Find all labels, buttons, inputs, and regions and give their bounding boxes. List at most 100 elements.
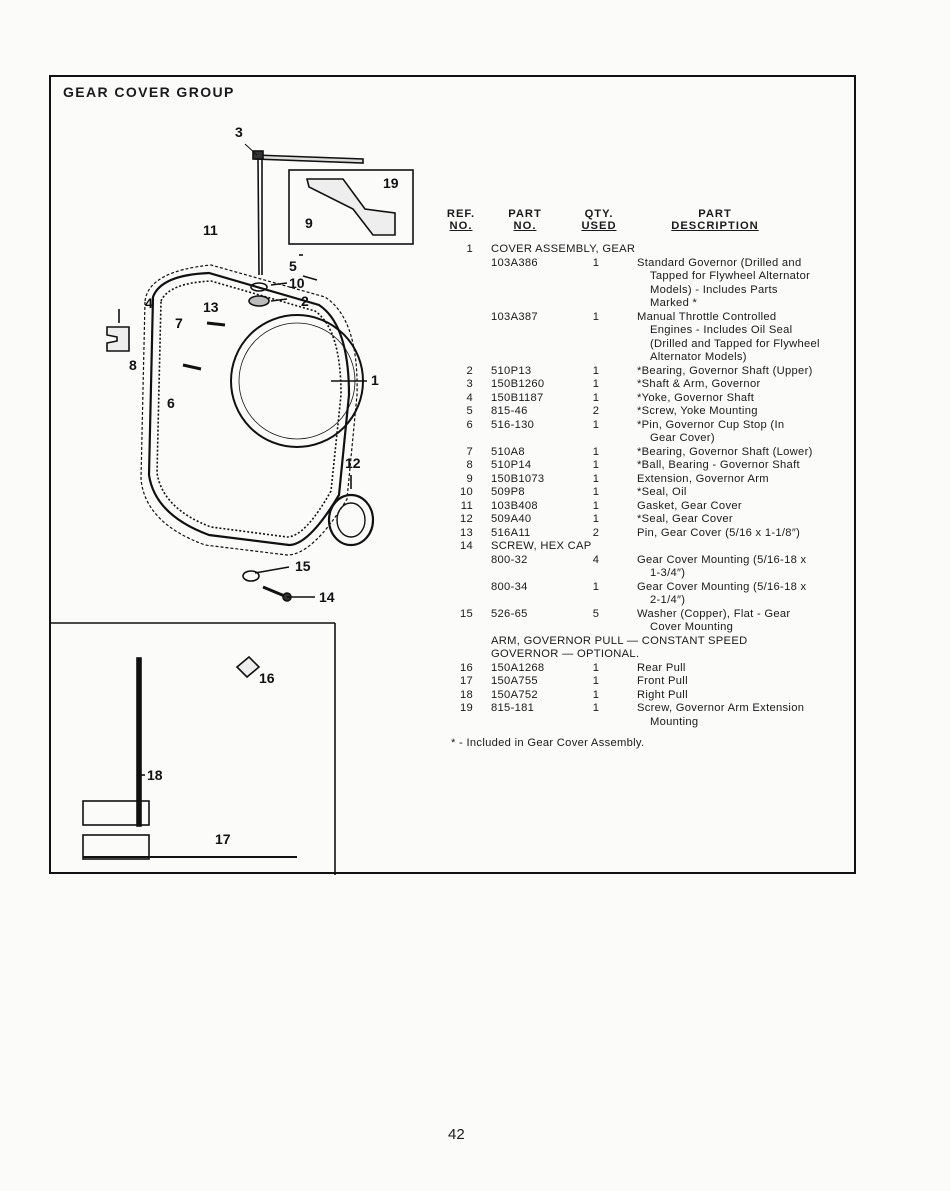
callout-1: 1 [371, 372, 379, 388]
qty-used: 5 [592, 607, 600, 620]
part-description: Gear Cover Mounting (5/16-18 x [637, 553, 807, 566]
part-no: 516-130 [491, 418, 535, 431]
part-description: *Yoke, Governor Shaft [637, 391, 755, 404]
callout-17: 17 [215, 831, 231, 847]
callout-8: 8 [129, 357, 137, 373]
ref-no: 2 [466, 364, 473, 377]
part-no: 509P8 [491, 486, 525, 498]
part-no: 103A386 [491, 256, 538, 269]
table-row: (Drilled and Tapped for Flywheel [443, 338, 855, 352]
ref-no: 19 [459, 702, 473, 714]
qty-used: 1 [592, 661, 600, 674]
callout-14: 14 [319, 589, 335, 605]
table-row: GOVERNOR — OPTIONAL. [443, 648, 855, 662]
header-part-description: PART DESCRIPTION [671, 208, 759, 232]
qty-used: 1 [592, 459, 600, 471]
ref-no: 1 [466, 243, 473, 255]
part-description-continued: Engines - Includes Oil Seal [650, 324, 793, 336]
ref-no: 16 [459, 661, 473, 674]
part-no: 150B1073 [491, 472, 545, 485]
header-part-no: PART NO. [508, 208, 542, 232]
qty-used: 1 [592, 702, 600, 714]
callout-2: 2 [301, 293, 309, 309]
part-description: Pin, Gear Cover (5/16 x 1-1/8″) [637, 526, 801, 539]
part-description: *Seal, Gear Cover [637, 513, 733, 525]
part-description-continued: Cover Mounting [650, 621, 734, 633]
qty-used: 1 [592, 445, 600, 458]
table-row: ARM, GOVERNOR PULL — CONSTANT SPEED [443, 635, 855, 649]
part-no: 800-34 [491, 580, 528, 593]
part-no: 150B1260 [491, 378, 545, 390]
table-row: 2-1/4″) [443, 594, 855, 608]
callout-16: 16 [259, 670, 275, 686]
part-description: *Ball, Bearing - Governor Shaft [637, 459, 800, 471]
callout-5: 5 [289, 258, 297, 274]
ref-no: 14 [459, 540, 473, 552]
part-description: *Seal, Oil [637, 486, 687, 498]
callout-6: 6 [167, 395, 175, 411]
qty-used: 4 [592, 553, 600, 566]
part-description-continued: Mounting [650, 715, 699, 728]
table-row: 16 150A1268 1 Rear Pull [443, 662, 855, 676]
callout-10: 10 [289, 275, 305, 291]
table-row: Models) - Includes Parts [443, 284, 855, 298]
part-description: Standard Governor (Drilled and [637, 256, 802, 269]
callout-9: 9 [305, 215, 313, 231]
table-row: 1-3/4″) [443, 567, 855, 581]
ref-no: 15 [459, 607, 473, 620]
part-description-continued: 2-1/4″) [650, 594, 686, 606]
group-heading: COVER ASSEMBLY, GEAR [491, 243, 636, 255]
page-number: 42 [448, 1126, 465, 1143]
qty-used: 1 [592, 256, 600, 269]
qty-used: 1 [592, 499, 600, 512]
part-no: 150A1268 [491, 661, 545, 674]
part-no: 516A11 [491, 526, 531, 539]
ref-no: 11 [460, 499, 473, 512]
part-no: 103A387 [491, 310, 538, 323]
part-no: 509A40 [491, 513, 532, 525]
table-row: 8 510P14 1 *Ball, Bearing - Governor Shaft [443, 459, 855, 473]
ref-no: 4 [466, 391, 473, 404]
part-description: Front Pull [637, 675, 688, 687]
table-row: Cover Mounting [443, 621, 855, 635]
qty-used: 1 [592, 472, 600, 485]
part-description: Screw, Governor Arm Extension [637, 702, 805, 714]
table-row: Mounting [443, 716, 855, 730]
part-description: *Pin, Governor Cup Stop (In [637, 418, 785, 431]
table-row: Alternator Models) [443, 351, 855, 365]
ref-no: 6 [466, 418, 473, 431]
part-description: Rear Pull [637, 661, 686, 674]
part-no: 800-32 [491, 553, 528, 566]
table-row: Engines - Includes Oil Seal [443, 324, 855, 338]
ref-no: 17 [459, 675, 473, 687]
group-heading: GOVERNOR — OPTIONAL. [491, 648, 640, 660]
header-qty-used: QTY. USED [581, 208, 617, 232]
ref-no: 18 [459, 688, 473, 701]
table-row: Tapped for Flywheel Alternator [443, 270, 855, 284]
part-description: Gear Cover Mounting (5/16-18 x [637, 580, 807, 593]
table-row: 1 COVER ASSEMBLY, GEAR [443, 243, 855, 257]
callout-7: 7 [175, 315, 183, 331]
footnote: * - Included in Gear Cover Assembly. [451, 737, 645, 749]
ref-no: 5 [466, 405, 473, 417]
callout-12: 12 [345, 455, 361, 471]
part-no: 103B408 [491, 499, 538, 512]
callout-18: 18 [147, 767, 163, 783]
part-description-continued: Alternator Models) [650, 351, 747, 363]
part-description: *Bearing, Governor Shaft (Upper) [637, 364, 813, 377]
qty-used: 2 [592, 526, 600, 539]
part-description: Right Pull [637, 688, 688, 701]
ref-no: 8 [466, 459, 473, 471]
part-no: 510P14 [491, 459, 532, 471]
